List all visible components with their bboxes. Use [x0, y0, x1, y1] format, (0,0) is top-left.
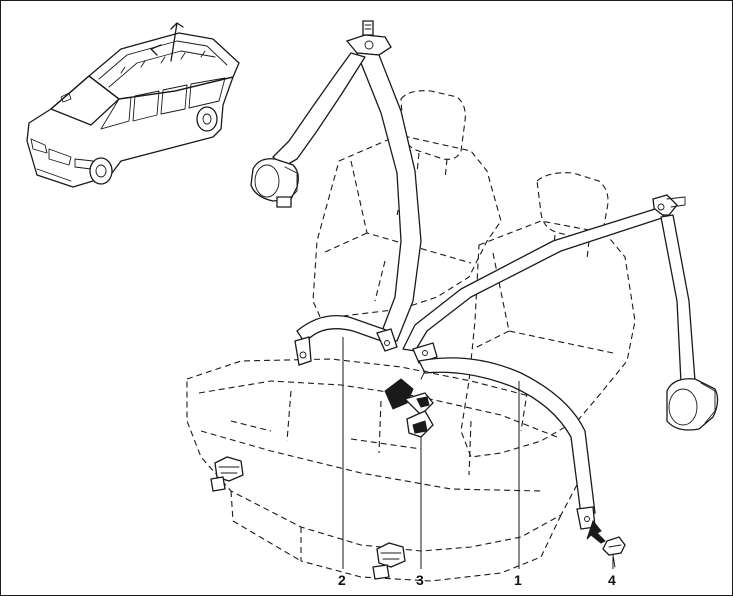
callout-4: 4: [608, 572, 616, 588]
callout-1: 1: [514, 572, 522, 588]
seat-belt-2: [250, 20, 422, 366]
anchor-bolt-4: [602, 536, 626, 568]
seat-mount-center: [372, 542, 406, 580]
callout-leaders: [342, 337, 614, 569]
callout-3: 3: [416, 572, 424, 588]
seat-belt-1: [402, 194, 719, 530]
rear-seat-outline: [186, 90, 636, 582]
station-wagon-icon: [26, 22, 240, 188]
arrow-icon: [586, 519, 606, 544]
seat-mount-left: [210, 456, 244, 492]
seat-buckle-3: [384, 370, 434, 438]
callout-2: 2: [338, 572, 346, 588]
